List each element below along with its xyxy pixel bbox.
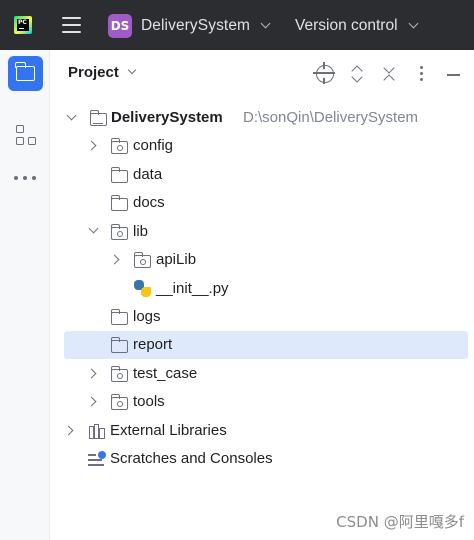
chevron-down-icon[interactable]: [88, 223, 99, 234]
project-tool-button[interactable]: [8, 56, 43, 91]
tree-item-label: tools: [133, 393, 165, 410]
tree-item-label: External Libraries: [110, 422, 227, 439]
title-bar: PC DS DeliverySystem Version control: [0, 0, 474, 50]
tree-row-external-libraries[interactable]: External Libraries: [63, 417, 468, 445]
tree-item-label: config: [133, 137, 174, 154]
panel-header: Project: [51, 50, 474, 98]
tree-item-label: lib: [133, 223, 149, 240]
tree-row-test-case[interactable]: test_case: [64, 360, 468, 388]
tree-item-label: apiLib: [156, 251, 197, 268]
options-icon[interactable]: [413, 65, 431, 83]
project-name: DeliverySystem: [141, 17, 251, 34]
chevron-right-icon[interactable]: [86, 368, 97, 379]
folder-icon: [110, 337, 128, 353]
package-folder-icon: [110, 224, 128, 240]
chevron-right-icon[interactable]: [109, 254, 120, 265]
pycharm-logo-icon[interactable]: PC: [14, 16, 32, 34]
version-control-label: Version control: [295, 17, 398, 34]
main-menu-button[interactable]: [61, 15, 83, 35]
package-folder-icon: [110, 394, 128, 410]
tool-window-strip: [0, 50, 50, 540]
scratches-icon: [88, 451, 106, 467]
tree-item-label: Scratches and Consoles: [110, 450, 273, 467]
tree-row-data[interactable]: data: [64, 161, 468, 189]
tree-row-init-py[interactable]: __init__.py: [64, 275, 468, 303]
tree-row-logs[interactable]: logs: [64, 303, 468, 331]
panel-title: Project: [68, 64, 119, 81]
folder-icon: [110, 309, 128, 325]
folder-icon: [110, 195, 128, 211]
tree-row-apilib[interactable]: apiLib: [64, 246, 468, 274]
minimize-icon[interactable]: [444, 65, 462, 83]
watermark: CSDN @阿里嘎多f: [336, 513, 464, 531]
tree-item-label: report: [133, 336, 173, 353]
tree-item-label: test_case: [133, 365, 198, 382]
project-panel: Project DeliverySystem D:\sonQin\Deliver…: [51, 50, 474, 540]
tree-item-label: data: [133, 166, 163, 183]
tree-row-scratches[interactable]: Scratches and Consoles: [64, 445, 468, 473]
locate-icon[interactable]: [313, 62, 335, 84]
chevron-down-icon: [127, 65, 137, 75]
project-badge: DS: [108, 14, 132, 38]
chevron-down-icon: [260, 18, 271, 29]
library-icon: [89, 424, 106, 439]
chevron-right-icon[interactable]: [63, 425, 74, 436]
tree-row-docs[interactable]: docs: [64, 189, 468, 217]
logo-text: PC: [18, 19, 27, 26]
root-path: D:\sonQin\DeliverySystem: [243, 109, 419, 126]
chevron-down-icon: [408, 18, 418, 29]
root-name: DeliverySystem: [111, 109, 223, 126]
folder-icon: [15, 62, 35, 81]
panel-title-dropdown[interactable]: Project: [68, 64, 137, 81]
tree-item-label: __init__.py: [156, 280, 229, 297]
package-folder-icon: [133, 252, 151, 268]
project-folder-icon: [89, 110, 107, 126]
expand-all-icon[interactable]: [349, 65, 367, 83]
tree-row-tools[interactable]: tools: [64, 388, 468, 416]
more-icon[interactable]: [14, 174, 38, 182]
version-control-menu[interactable]: Version control: [295, 13, 418, 39]
tree-item-label: docs: [133, 194, 165, 211]
chevron-right-icon[interactable]: [86, 396, 97, 407]
tree-row-config[interactable]: config: [64, 132, 468, 160]
tree-row-report[interactable]: report: [64, 331, 468, 359]
package-folder-icon: [110, 138, 128, 154]
tree-row-root[interactable]: DeliverySystem D:\sonQin\DeliverySystem: [64, 104, 468, 132]
chevron-down-icon[interactable]: [66, 110, 77, 121]
tree-item-label: logs: [133, 308, 161, 325]
package-folder-icon: [110, 366, 128, 382]
structure-icon[interactable]: [15, 125, 37, 147]
project-switcher[interactable]: DS DeliverySystem: [108, 13, 271, 39]
folder-icon: [110, 167, 128, 183]
collapse-all-icon[interactable]: [381, 62, 399, 86]
python-file-icon: [134, 280, 151, 297]
chevron-right-icon[interactable]: [86, 140, 97, 151]
tree-row-lib[interactable]: lib: [64, 218, 468, 246]
